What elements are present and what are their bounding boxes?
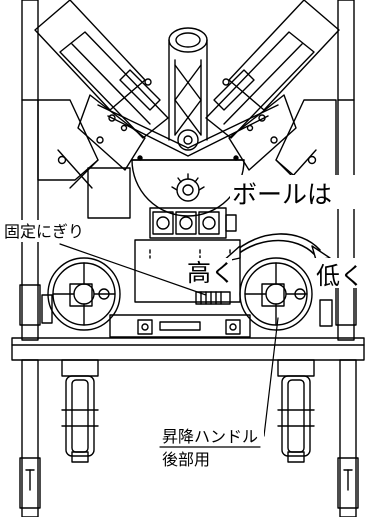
label-lift-handle: 昇降ハンドル xyxy=(162,427,258,446)
left-arm xyxy=(34,0,169,189)
labels: ボールは 高く 低く 固定にぎり 昇降ハンドル 後部用 xyxy=(2,175,374,469)
height-adjust-arrow[interactable] xyxy=(221,233,331,263)
left-handwheel xyxy=(47,257,121,331)
right-handwheel xyxy=(239,257,313,331)
roller-block xyxy=(149,207,237,239)
label-ball: ボールは xyxy=(232,180,332,209)
lift-handle-leader xyxy=(263,317,279,437)
fixing-grip-leader xyxy=(59,243,207,296)
left-motor-box xyxy=(87,167,131,219)
label-rear-use: 後部用 xyxy=(162,450,210,469)
v-bracket xyxy=(97,104,279,157)
left-wheel xyxy=(61,359,99,463)
right-side-post xyxy=(335,284,357,326)
ball-feed-tube xyxy=(168,27,208,151)
label-fixing-grip: 固定にぎり xyxy=(4,222,84,241)
label-high: 高く xyxy=(187,259,235,287)
right-arm xyxy=(205,0,340,189)
angle-disc xyxy=(131,155,245,217)
right-wheel xyxy=(277,359,315,463)
center-body xyxy=(134,239,241,305)
chassis xyxy=(11,314,365,361)
left-side-post xyxy=(19,284,41,326)
right-side-post-inner xyxy=(319,299,333,327)
label-low: 低く xyxy=(316,262,364,290)
center-knob xyxy=(171,173,205,202)
left-side-post-inner xyxy=(41,294,53,324)
